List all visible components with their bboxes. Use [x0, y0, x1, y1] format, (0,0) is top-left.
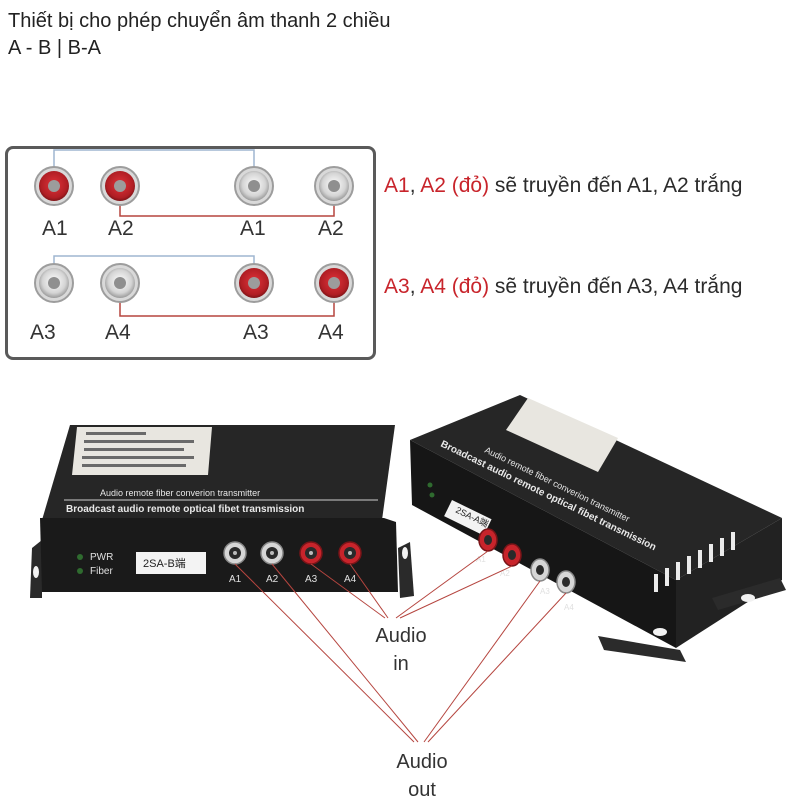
led-fiber-label: Fiber: [90, 566, 113, 577]
row2-note-red-b: A4 (đỏ): [420, 275, 490, 298]
page-title: Thiết bị cho phép chuyển âm thanh 2 chiề…: [8, 8, 390, 62]
device-right-model-sticker: [444, 500, 492, 536]
device-left-port-label-a4: A4: [344, 574, 357, 585]
device-left-panel-subtitle: Broadcast audio remote optical fibet tra…: [66, 504, 304, 515]
device-left-port-a4: [338, 541, 362, 565]
device-left-port-label-a1: A1: [229, 574, 242, 585]
row2-jack-red-a4: [314, 263, 354, 303]
device-right-port-label-a3: A3: [540, 587, 550, 596]
device-left-model-sticker: [136, 552, 206, 574]
audio-out-line2: out: [408, 779, 436, 801]
row1-jack-red-a2: [100, 166, 140, 206]
device-right-port-label-a2: A2: [500, 569, 510, 578]
row2-note: A3, A4 (đỏ) sẽ truyền đến A3, A4 trắng: [384, 275, 742, 299]
audio-in-line2: in: [393, 653, 409, 675]
row2-link-line-a3: [53, 255, 255, 268]
row1-note: A1, A2 (đỏ) sẽ truyền đến A1, A2 trắng: [384, 174, 742, 198]
title-line-1: Thiết bị cho phép chuyển âm thanh 2 chiề…: [8, 10, 391, 32]
row2-jack-white-a4: [100, 263, 140, 303]
row1-link-line-a2: [119, 200, 335, 217]
audio-out-line1: Audio: [396, 751, 448, 773]
row1-label-a1-white: A1: [240, 217, 266, 240]
row2-label-a3-white: A3: [30, 321, 56, 344]
row2-note-sep: ,: [409, 275, 421, 298]
device-right-port-a1: [478, 528, 498, 552]
callout-lines: [234, 550, 567, 743]
row2-label-a4-white: A4: [105, 321, 131, 344]
row2-note-red-a: A3: [384, 275, 410, 298]
row2-label-a3-red: A3: [243, 321, 269, 344]
row1-label-a2-white: A2: [318, 217, 344, 240]
row2-link-line-a4: [119, 300, 335, 317]
led-pwr-icon: [77, 554, 83, 560]
led-pwr-label: PWR: [90, 552, 113, 563]
device-left-port-a2: [260, 541, 284, 565]
device-left-port-label-a2: A2: [266, 574, 279, 585]
device-left-port-a3: [299, 541, 323, 565]
device-right-port-a2: [502, 543, 522, 567]
row1-label-a2-red: A2: [108, 217, 134, 240]
device-left: [30, 425, 414, 598]
device-left-port-a1: [223, 541, 247, 565]
row1-jack-white-a2: [314, 166, 354, 206]
device-right: [410, 395, 786, 662]
device-right-port-label-a4: A4: [564, 603, 574, 612]
row1-note-red-a: A1: [384, 174, 410, 197]
row1-jack-white-a1: [234, 166, 274, 206]
device-right-port-a3: [530, 558, 550, 582]
device-left-port-label-a3: A3: [305, 574, 318, 585]
row1-note-sep: ,: [409, 174, 421, 197]
row1-note-rest: sẽ truyền đến A1, A2 trắng: [489, 174, 743, 197]
audio-in-line1: Audio: [375, 625, 427, 647]
row2-label-a4-red: A4: [318, 321, 344, 344]
device-right-port-label-a1: A1: [476, 555, 486, 564]
audio-in-label: Audio in: [356, 622, 446, 678]
row2-jack-white-a3: [34, 263, 74, 303]
row1-label-a1-red: A1: [42, 217, 68, 240]
device-left-panel-title: Audio remote fiber converion transmitter: [100, 488, 260, 498]
row2-jack-red-a3: [234, 263, 274, 303]
device-right-port-a4: [556, 570, 576, 594]
audio-out-label: Audio out: [377, 748, 467, 804]
led-fiber-icon: [77, 568, 83, 574]
device-left-model-label: 2SA-B端: [143, 557, 186, 570]
row1-note-red-b: A2 (đỏ): [420, 174, 490, 197]
title-line-2: A - B | B-A: [8, 37, 101, 59]
row2-note-rest: sẽ truyền đến A3, A4 trắng: [489, 275, 743, 298]
row1-link-line-a1: [53, 149, 255, 168]
row1-jack-red-a1: [34, 166, 74, 206]
